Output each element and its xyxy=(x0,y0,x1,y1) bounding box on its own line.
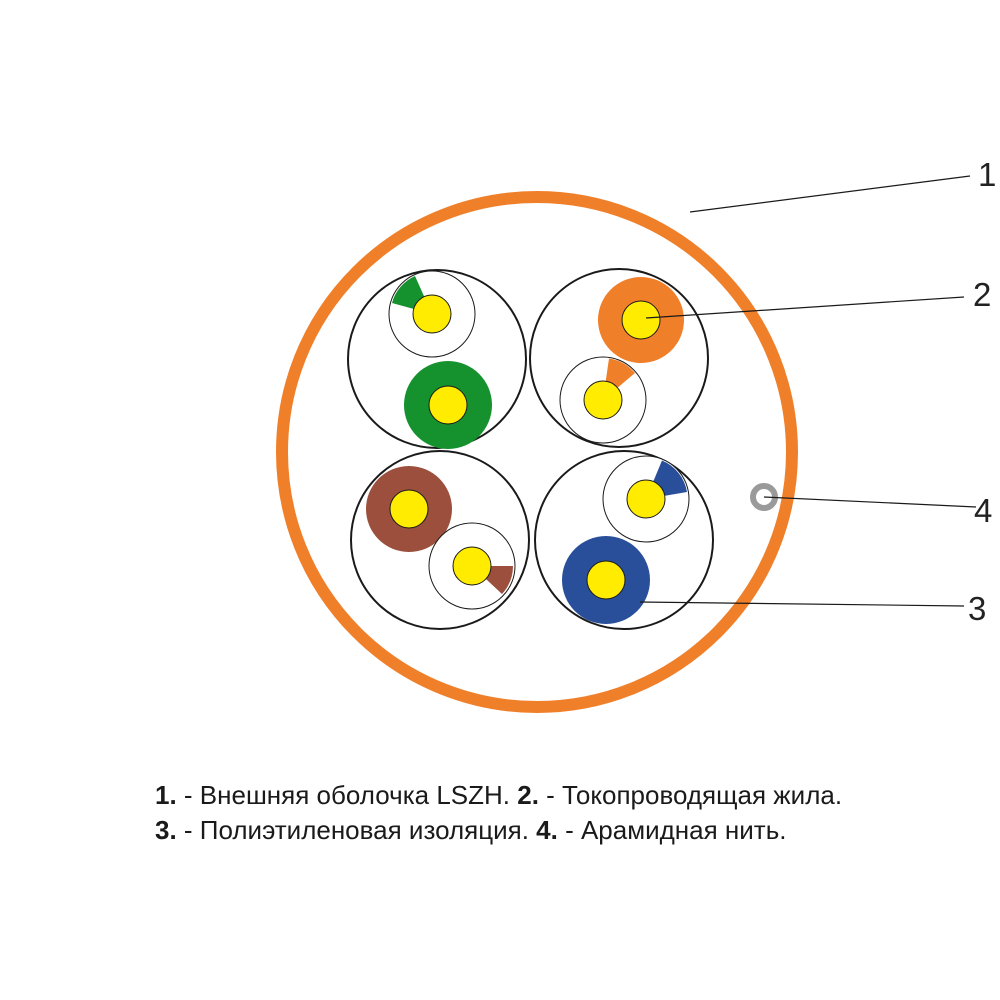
callout-number-3: 3 xyxy=(968,590,986,627)
conductor xyxy=(626,479,666,519)
callout-number-2: 2 xyxy=(973,276,991,313)
callout-number-1: 1 xyxy=(978,156,996,193)
leader-line-1 xyxy=(689,175,971,213)
conductor xyxy=(412,294,452,334)
legend-line-2: 3. - Полиэтиленовая изоляция. 4. - Арами… xyxy=(155,813,985,848)
pair-blue xyxy=(534,450,714,630)
pair-brown xyxy=(350,450,530,630)
wire-orange xyxy=(598,277,684,363)
legend-text-4: - Арамидная нить. xyxy=(557,815,787,845)
callout-number-4: 4 xyxy=(974,492,992,529)
conductor xyxy=(586,560,626,600)
outer-jacket xyxy=(276,191,798,713)
conductor xyxy=(621,300,661,340)
legend: 1. - Внешняя оболочка LSZH. 2. - Токопро… xyxy=(155,778,985,848)
wire-brown xyxy=(366,466,452,552)
wire-blue xyxy=(562,536,650,624)
conductor xyxy=(583,380,623,420)
legend-text-2: - Токопроводящая жила. xyxy=(538,780,843,810)
legend-number-4: 4. xyxy=(536,815,558,845)
leader-line-2 xyxy=(645,296,965,319)
legend-text-1: - Внешняя оболочка LSZH. xyxy=(176,780,518,810)
pair-green xyxy=(347,269,527,449)
legend-number-1: 1. xyxy=(155,780,177,810)
legend-text-3: - Полиэтиленовая изоляция. xyxy=(176,815,537,845)
wire-white-green xyxy=(388,270,476,358)
conductor xyxy=(389,489,429,529)
legend-line-1: 1. - Внешняя оболочка LSZH. 2. - Токопро… xyxy=(155,778,985,813)
conductor xyxy=(452,546,492,586)
wire-white-brown xyxy=(428,522,516,610)
legend-number-2: 2. xyxy=(517,780,539,810)
wire-white-blue xyxy=(602,455,690,543)
leader-line-3 xyxy=(639,601,965,607)
conductor xyxy=(428,385,468,425)
legend-number-3: 3. xyxy=(155,815,177,845)
wire-white-orange xyxy=(559,356,647,444)
leader-line-4 xyxy=(763,496,977,508)
pair-orange xyxy=(529,268,709,448)
wire-green xyxy=(404,361,492,449)
